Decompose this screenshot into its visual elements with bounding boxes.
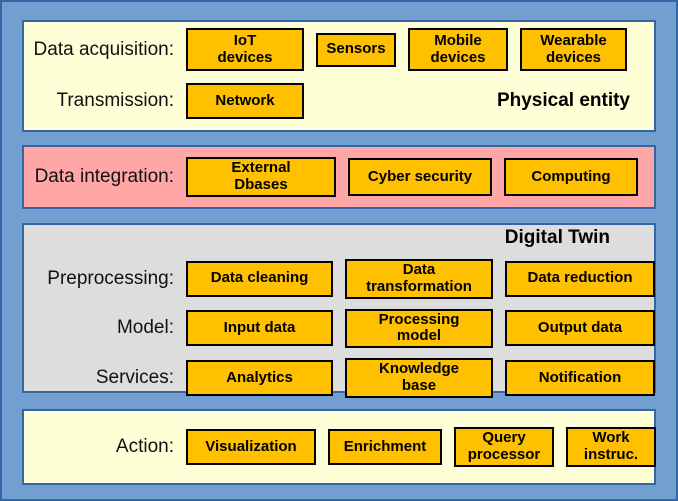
label-preprocessing: Preprocessing:	[47, 267, 174, 289]
box-query-processor: Query processor	[454, 427, 554, 467]
box-work-instruc: Work instruc.	[566, 427, 656, 467]
box-visualization: Visualization	[186, 429, 316, 465]
panel-physical-entity: Data acquisition: IoT devices Sensors Mo…	[22, 20, 656, 132]
box-enrichment: Enrichment	[328, 429, 442, 465]
row-data-integration: Data integration: External Dbases Cyber …	[24, 157, 654, 197]
box-cyber-security: Cyber security	[348, 158, 492, 196]
box-wearable-devices: Wearable devices	[520, 28, 627, 71]
row-model: Model: Input data Processing model Outpu…	[24, 308, 655, 349]
label-action: Action:	[115, 436, 174, 457]
physical-entity-title: Physical entity	[496, 90, 630, 111]
box-input-data: Input data	[186, 310, 333, 347]
panel-digital-twin: Digital Twin Preprocessing: Data cleanin…	[22, 223, 656, 398]
box-data-reduction: Data reduction	[505, 260, 655, 297]
box-sensors: Sensors	[316, 32, 396, 67]
box-data-transformation: Data transformation	[345, 259, 493, 299]
box-network: Network	[186, 83, 304, 119]
label-data-integration: Data integration:	[34, 166, 174, 187]
box-computing: Computing	[504, 158, 638, 196]
box-iot-devices: IoT devices	[186, 28, 304, 71]
row-transmission: Transmission: Network Physical entity	[24, 83, 654, 119]
box-data-cleaning: Data cleaning	[186, 260, 333, 297]
panel-data-integration: Data integration: External Dbases Cyber …	[22, 145, 656, 209]
box-analytics: Analytics	[186, 359, 333, 396]
label-services: Services:	[95, 366, 174, 388]
label-data-acquisition: Data acquisition:	[33, 38, 174, 60]
digital-twin-title: Digital Twin	[504, 227, 610, 248]
box-mobile-devices: Mobile devices	[408, 28, 508, 71]
box-processing-model: Processing model	[345, 308, 493, 349]
row-services: Services: Analytics Knowledge base Notif…	[24, 358, 655, 398]
box-knowledge-base: Knowledge base	[345, 358, 493, 398]
box-external-dbases: External Dbases	[186, 157, 336, 197]
panel-action: Action: Visualization Enrichment Query p…	[22, 409, 656, 485]
label-model: Model:	[116, 317, 174, 339]
box-output-data: Output data	[505, 310, 655, 347]
label-transmission: Transmission:	[56, 90, 174, 111]
row-action: Action: Visualization Enrichment Query p…	[24, 427, 656, 467]
row-preprocessing: Preprocessing: Data cleaning Data transf…	[24, 259, 655, 299]
row-data-acquisition: Data acquisition: IoT devices Sensors Mo…	[24, 28, 654, 71]
box-notification: Notification	[505, 359, 655, 396]
